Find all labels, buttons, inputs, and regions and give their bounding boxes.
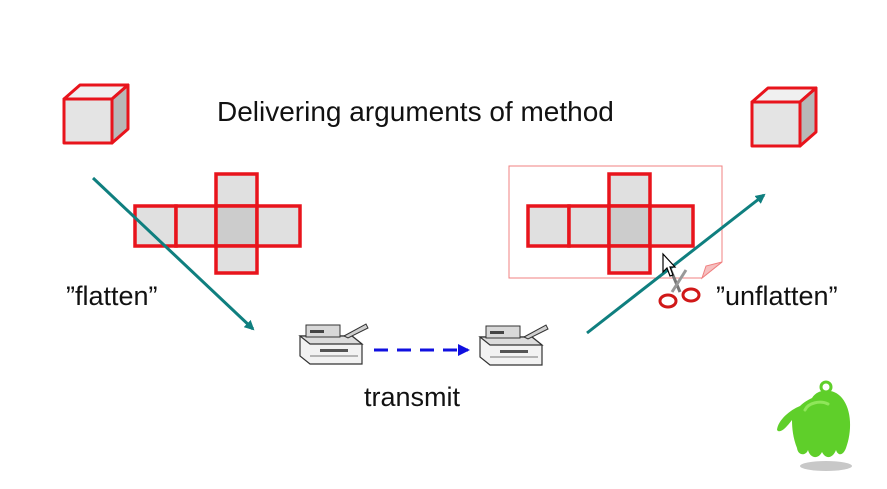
left-cube-icon bbox=[62, 83, 130, 145]
left-cube-net-icon bbox=[133, 172, 302, 275]
flatten-arrow bbox=[91, 176, 255, 331]
diagram-title: Delivering arguments of method bbox=[217, 96, 614, 127]
unflatten-arrow bbox=[586, 193, 766, 335]
left-fax-machine-icon bbox=[298, 323, 369, 365]
right-cube-icon bbox=[750, 86, 818, 148]
right-cube-net-icon bbox=[526, 172, 695, 275]
mouse-cursor-icon bbox=[662, 252, 677, 277]
flatten-label: ”flatten” bbox=[66, 281, 158, 311]
green-mascot-icon bbox=[777, 380, 852, 471]
transmit-label: transmit bbox=[364, 382, 461, 412]
right-fax-machine-icon bbox=[478, 324, 549, 366]
unflatten-label: ”unflatten” bbox=[716, 281, 838, 311]
